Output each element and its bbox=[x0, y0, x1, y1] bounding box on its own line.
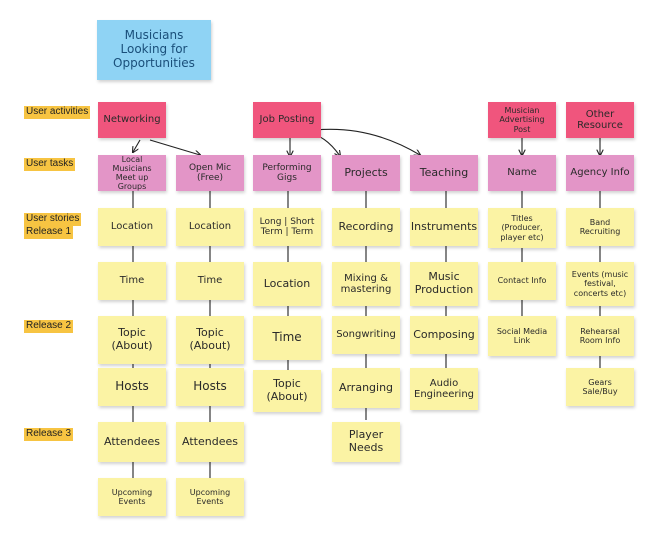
arrow-jobposting-teaching bbox=[314, 128, 420, 155]
story-mic-time: Time bbox=[176, 262, 244, 300]
task-name: Name bbox=[488, 155, 556, 191]
story-proj-mixing: Mixing & mastering bbox=[332, 262, 400, 306]
task-open-mic: Open Mic (Free) bbox=[176, 155, 244, 191]
story-gigs-time: Time bbox=[253, 316, 321, 360]
row-label-release-1: Release 1 bbox=[24, 226, 74, 239]
story-teach-instruments: Instruments bbox=[410, 208, 478, 246]
activity-other-resource: Other Resource bbox=[566, 102, 634, 138]
row-label-release-3: Release 3 bbox=[24, 428, 74, 441]
story-mic-attendees: Attendees bbox=[176, 422, 244, 462]
arrow-networking-openmic bbox=[149, 139, 200, 155]
story-ad-social: Social Media Link bbox=[488, 316, 556, 356]
task-agency: Agency Info bbox=[566, 155, 634, 191]
row-label-tasks: User tasks bbox=[24, 158, 76, 171]
story-meetup-attendees: Attendees bbox=[98, 422, 166, 462]
story-res-gears: Gears Sale/Buy bbox=[566, 368, 634, 406]
task-meetup: Local Musicians Meet up Groups bbox=[98, 155, 166, 191]
story-mic-topic: Topic (About) bbox=[176, 316, 244, 364]
story-gigs-location: Location bbox=[253, 262, 321, 306]
story-res-events: Events (music festival, concerts etc) bbox=[566, 262, 634, 306]
story-meetup-time: Time bbox=[98, 262, 166, 300]
activity-networking: Networking bbox=[98, 102, 166, 138]
story-meetup-hosts: Hosts bbox=[98, 368, 166, 406]
story-gigs-topic: Topic (About) bbox=[253, 370, 321, 412]
story-teach-production: Music Production bbox=[410, 262, 478, 306]
story-meetup-location: Location bbox=[98, 208, 166, 246]
activity-job-posting: Job Posting bbox=[253, 102, 321, 138]
story-gigs-term: Long | Short Term | Term bbox=[253, 208, 321, 246]
story-teach-audio: Audio Engineering bbox=[410, 368, 478, 410]
activity-advertising: Musician Advertising Post bbox=[488, 102, 556, 138]
row-label-release-2: Release 2 bbox=[24, 320, 74, 333]
story-teach-composing: Composing bbox=[410, 316, 478, 354]
story-proj-arranging: Arranging bbox=[332, 368, 400, 408]
arrow-networking-meetup bbox=[133, 139, 141, 152]
story-proj-player-needs: Player Needs bbox=[332, 422, 400, 462]
task-gigs: Performing Gigs bbox=[253, 155, 321, 191]
story-proj-songwriting: Songwriting bbox=[332, 316, 400, 354]
story-meetup-topic: Topic (About) bbox=[98, 316, 166, 364]
story-res-band: Band Recruiting bbox=[566, 208, 634, 246]
story-meetup-upcoming: Upcoming Events bbox=[98, 478, 166, 516]
story-proj-recording: Recording bbox=[332, 208, 400, 246]
title-note: Musicians Looking for Opportunities bbox=[97, 20, 211, 80]
story-res-rehearsal: Rehearsal Room Info bbox=[566, 316, 634, 356]
story-mic-upcoming: Upcoming Events bbox=[176, 478, 244, 516]
task-teaching: Teaching bbox=[410, 155, 478, 191]
story-mic-location: Location bbox=[176, 208, 244, 246]
row-label-stories: User stories bbox=[24, 213, 82, 226]
row-label-activities: User activities bbox=[24, 106, 91, 119]
story-ad-contact: Contact Info bbox=[488, 262, 556, 300]
task-projects: Projects bbox=[332, 155, 400, 191]
story-ad-titles: Titles (Producer, player etc) bbox=[488, 208, 556, 248]
story-mic-hosts: Hosts bbox=[176, 368, 244, 406]
